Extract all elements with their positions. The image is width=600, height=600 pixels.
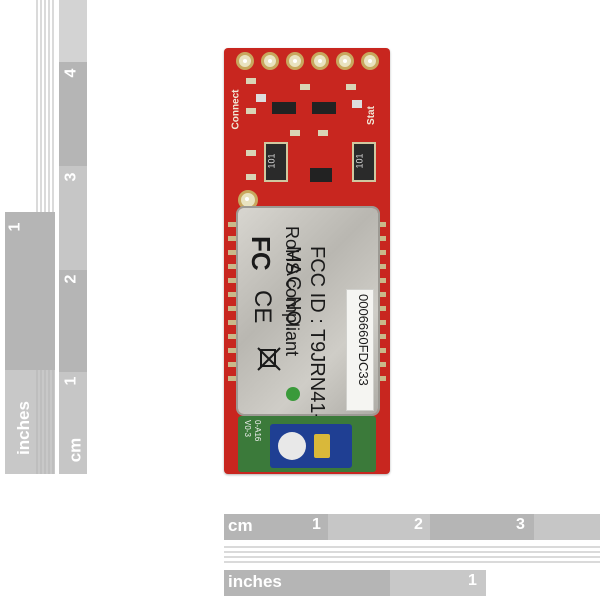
resistor <box>346 84 356 90</box>
resistor <box>290 130 300 136</box>
vertical-cm-strip-light-2 <box>59 166 87 270</box>
horizontal-cm-number-3: 3 <box>516 516 525 533</box>
header-pad-3 <box>286 52 304 70</box>
resistor <box>246 108 256 114</box>
transistor <box>272 102 296 114</box>
vertical-cm-number-1: 1 <box>62 376 80 386</box>
horizontal-cm-strip-light-2 <box>534 514 600 540</box>
pot-knob-icon <box>278 432 306 460</box>
trimmer-potentiometer <box>270 424 352 468</box>
resistor <box>246 150 256 156</box>
header-pad-1 <box>236 52 254 70</box>
chip-label-a: 101 <box>266 153 277 169</box>
fc-mark-icon: FC <box>246 236 276 271</box>
header-pad-2 <box>261 52 279 70</box>
pot-wiper <box>314 434 330 458</box>
horizontal-cm-number-1: 1 <box>312 516 321 533</box>
vertical-inch-number-1: 1 <box>6 222 24 232</box>
horizontal-inch-number-1: 1 <box>468 572 477 589</box>
horizontal-cm-strip-light-1 <box>328 514 430 540</box>
serial-sticker: 0006660FDC33 <box>346 289 374 411</box>
mounting-hole <box>238 190 258 210</box>
vertical-ruler: inches cm 1 1 2 3 4 <box>5 0 87 474</box>
sticker-code: 0006660FDC33 <box>356 294 371 386</box>
chip-resistor-a: 101 <box>264 142 288 182</box>
vertical-cm-number-3: 3 <box>62 172 80 182</box>
header-pad-5 <box>336 52 354 70</box>
led-stat <box>352 100 362 108</box>
module-rohs-line: RoHS compliant <box>282 226 302 357</box>
vertical-cm-strip-light-3 <box>59 372 87 474</box>
resistor <box>300 84 310 90</box>
vertical-ruler-ticks <box>36 0 54 474</box>
chip-resistor-b: 101 <box>352 142 376 182</box>
vertical-cm-number-2: 2 <box>62 274 80 284</box>
horizontal-cm-number-2: 2 <box>414 516 423 533</box>
horizontal-inch-strip-light <box>390 570 486 596</box>
led-connect <box>256 94 266 102</box>
chip-label-b: 101 <box>354 153 365 169</box>
horizontal-inches-label: inches <box>228 572 282 591</box>
bottom-silk-b: V0-3 <box>243 420 252 437</box>
horizontal-cm-label: cm <box>228 516 253 535</box>
weee-bin-icon <box>257 347 281 371</box>
silk-stat: Stat <box>365 106 377 125</box>
vertical-cm-label: cm <box>65 437 85 463</box>
vertical-inches-label: inches <box>13 401 33 455</box>
vertical-inch-strip-light <box>5 370 55 474</box>
ce-mark-icon: CE <box>249 290 276 324</box>
header-pad-4 <box>311 52 329 70</box>
module-fcc-line: FCC ID : T9JRN41-1 <box>306 246 328 432</box>
horizontal-ruler-ticks <box>224 546 600 563</box>
header-pad-6 <box>361 52 379 70</box>
resistor <box>318 130 328 136</box>
vertical-cm-number-4: 4 <box>62 68 80 78</box>
regulator <box>310 168 332 182</box>
transistor <box>312 102 336 114</box>
horizontal-ruler: cm 1 2 3 inches 1 <box>224 514 600 596</box>
green-apple-icon <box>286 387 300 401</box>
vertical-cm-strip-light-1 <box>59 0 87 62</box>
resistor <box>246 174 256 180</box>
bottom-silk-a: 0-A16 <box>253 420 262 442</box>
resistor <box>246 78 256 84</box>
module-pins <box>228 222 386 381</box>
silk-connect: Connect <box>230 89 242 130</box>
